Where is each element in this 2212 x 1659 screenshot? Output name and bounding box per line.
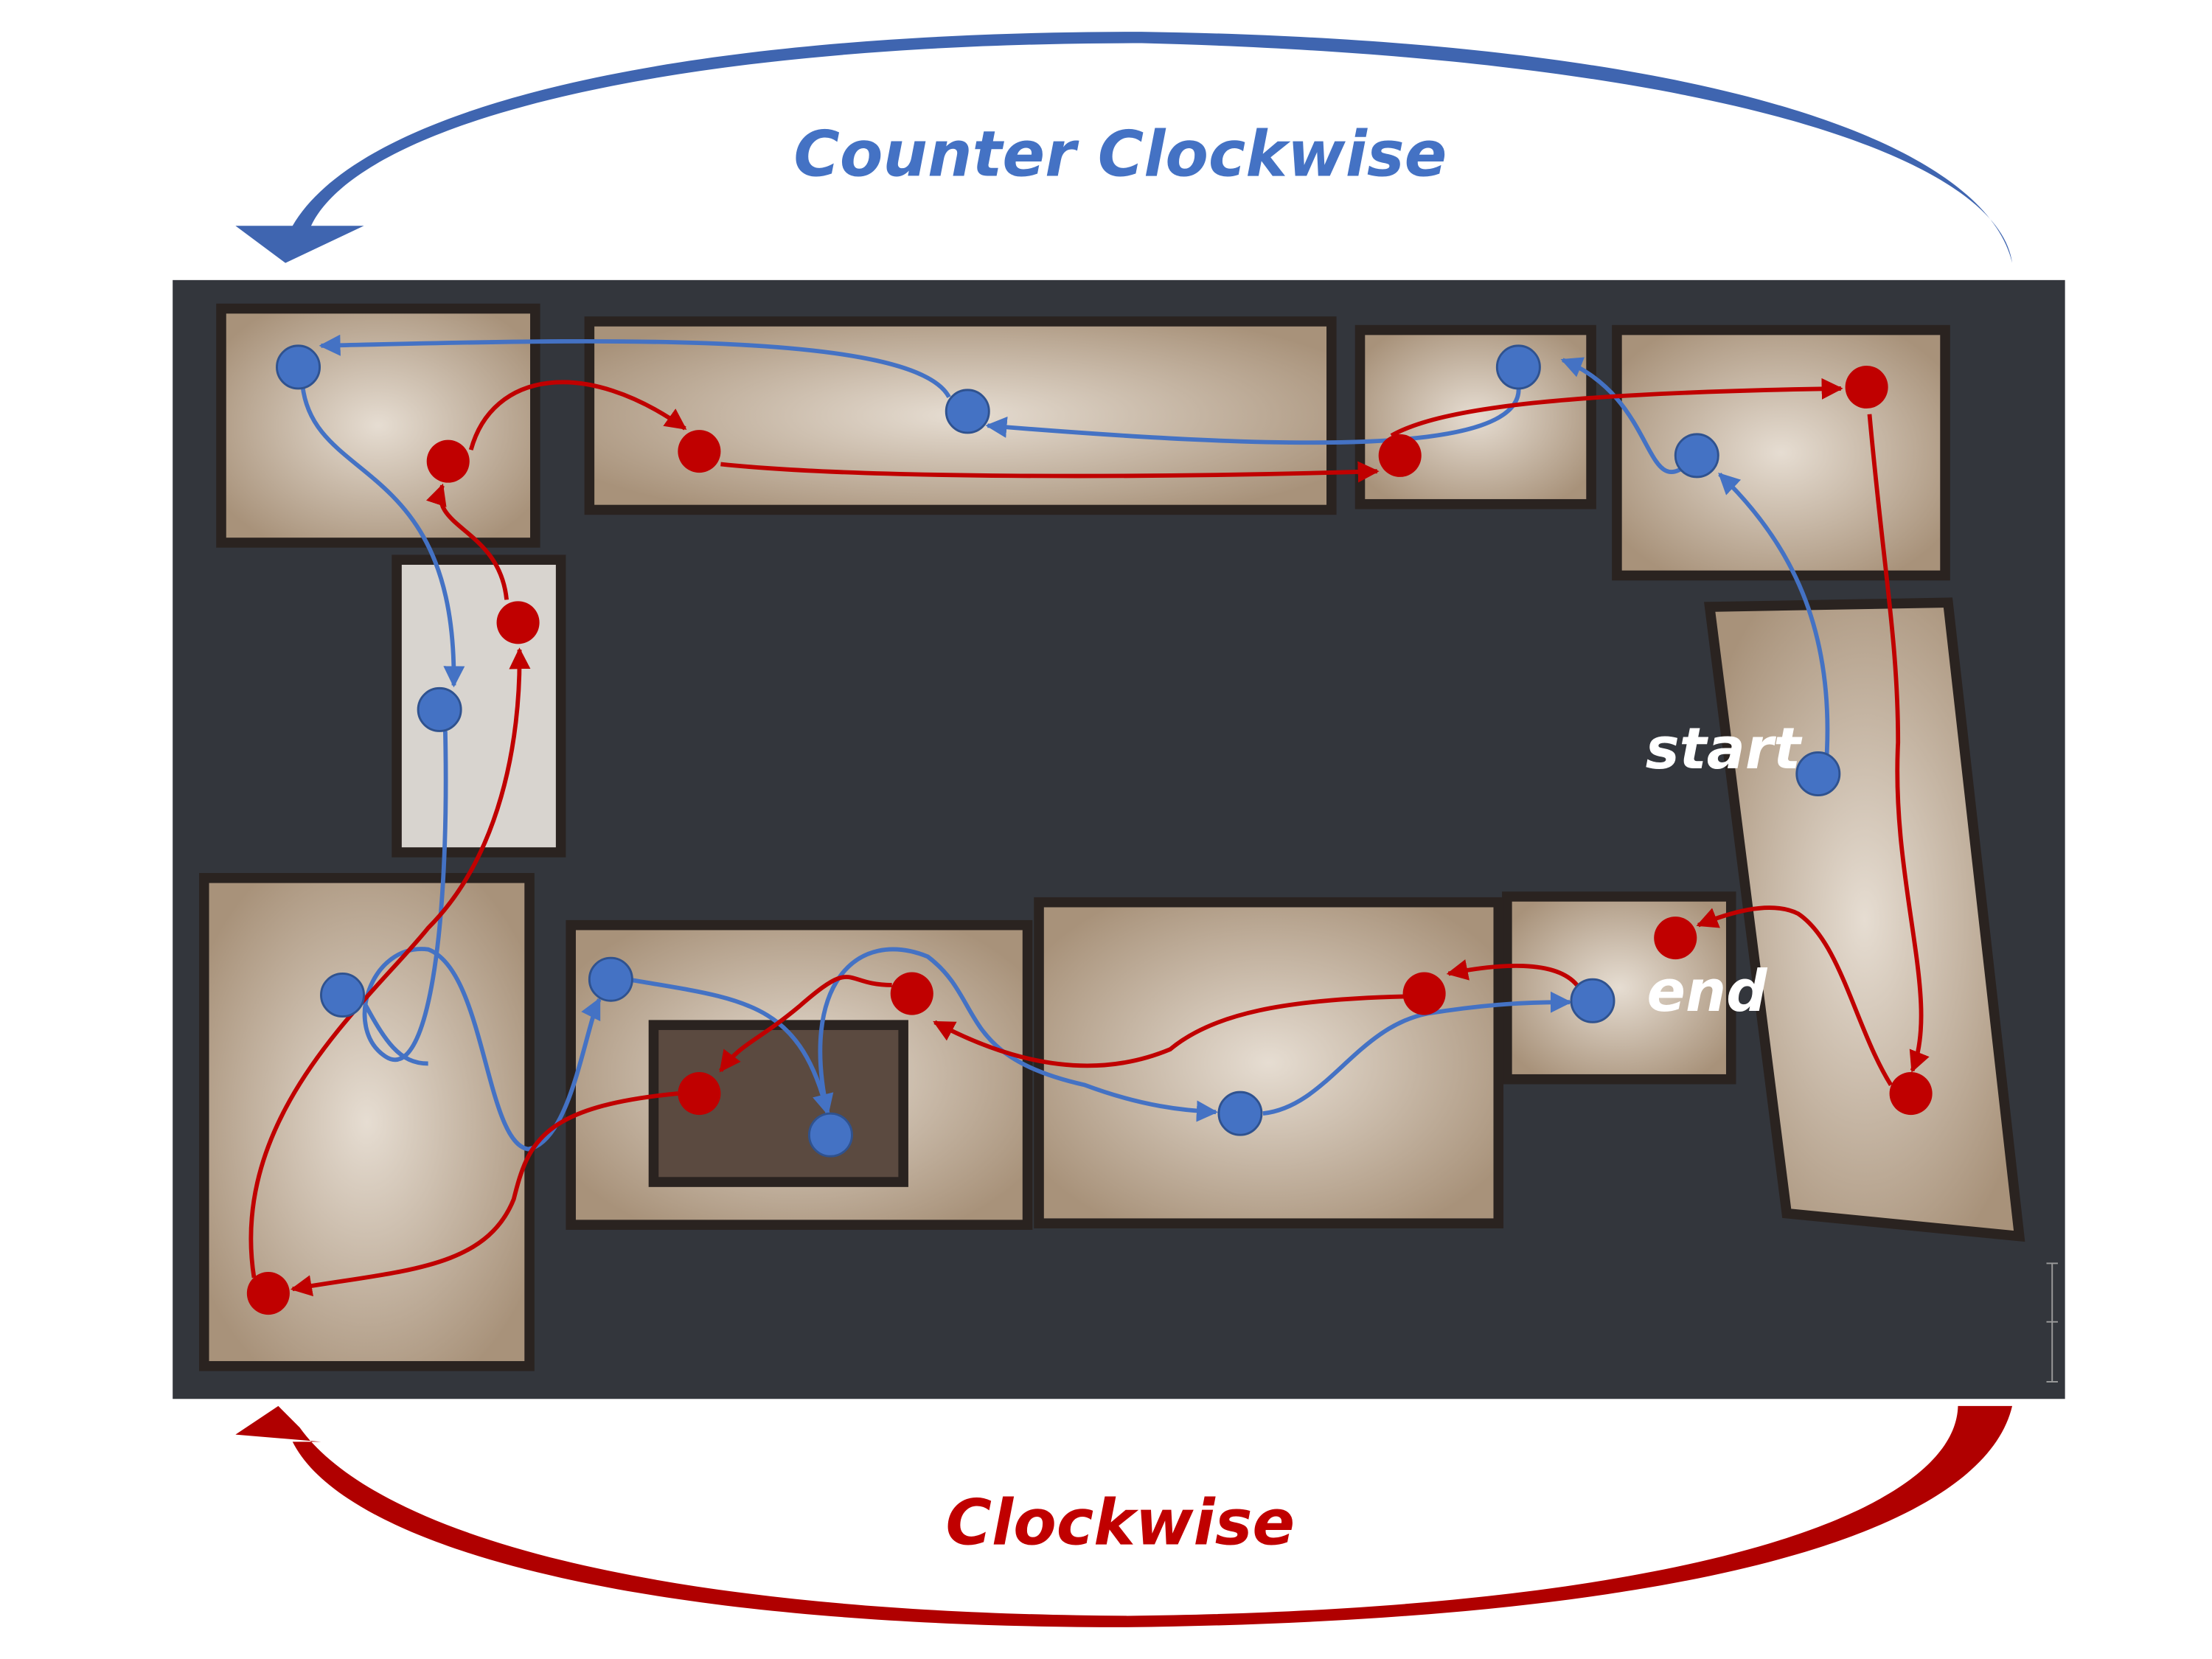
red-waypoints [246,365,1933,1315]
red-waypoint [496,601,540,644]
red-waypoint [890,972,933,1015]
blue-waypoints [276,344,1841,1158]
start-label: start [1646,716,1803,782]
blue-waypoint [1674,433,1719,479]
red-waypoint [1845,365,1888,409]
blue-route [300,334,1830,1152]
counter-clockwise-title: Counter Clockwise [793,119,1447,192]
rooms [199,303,2025,1371]
scale-bar [2046,1262,2058,1382]
blue-waypoint [1570,978,1615,1023]
red-waypoint [1402,972,1446,1015]
room-top-small [1354,324,1596,509]
red-route [248,378,1930,1297]
blue-waypoint [588,956,633,1002]
red-waypoint [1889,1072,1933,1116]
end-label: end [1647,959,1769,1025]
blue-waypoint [417,686,462,732]
room-right-tall [1704,597,2025,1242]
clockwise-title: Clockwise [946,1487,1295,1560]
red-waypoint [246,1272,290,1315]
blue-waypoint [276,344,321,390]
blue-waypoint [807,1112,853,1158]
red-waypoint [678,1072,721,1116]
blue-waypoint [320,973,365,1018]
blue-waypoint [1217,1091,1263,1136]
blue-waypoint [945,389,990,434]
red-waypoint [426,439,470,483]
blue-waypoint-start [1795,751,1841,796]
red-waypoint [678,430,721,473]
blue-waypoint [1495,344,1541,390]
room-top-right [1612,324,1950,581]
red-waypoint [1378,434,1422,477]
red-waypoint-end [1654,917,1697,960]
